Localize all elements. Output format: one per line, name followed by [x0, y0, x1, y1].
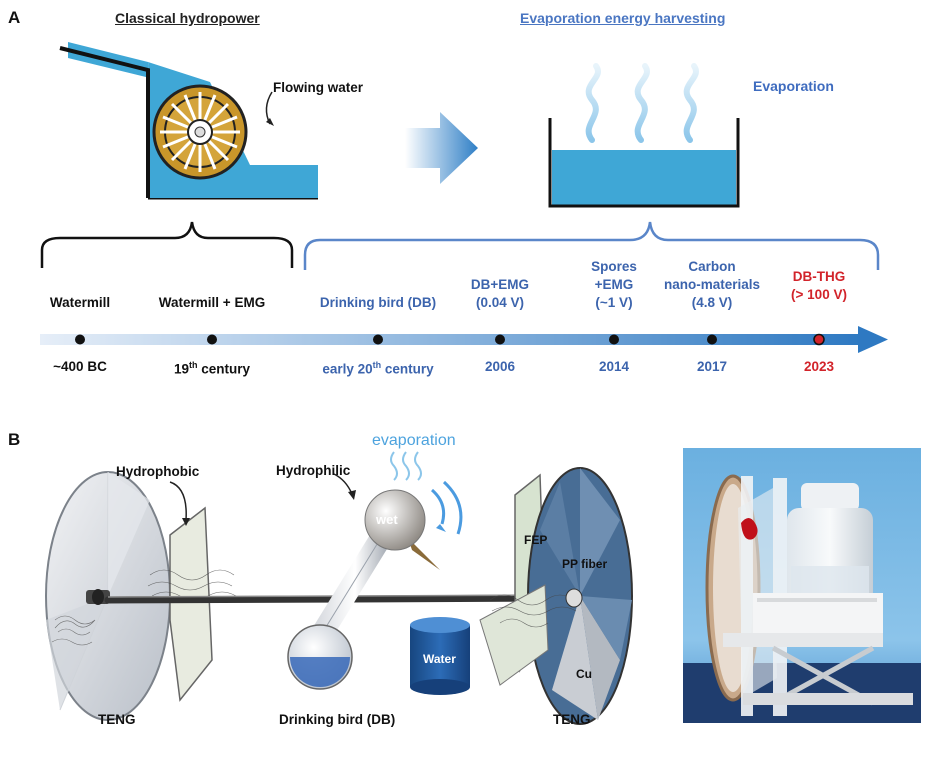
timeline-date-2006: 2006 [484, 359, 516, 374]
right-teng-disc [527, 467, 633, 725]
left-teng-disc [45, 471, 171, 721]
classical-hydropower-title: Classical hydropower [115, 10, 260, 26]
drinking-bird-label: Drinking bird (DB) [279, 712, 396, 727]
panel-a-label: A [8, 8, 21, 27]
timeline-date-2017: 2017 [696, 359, 728, 374]
timeline-date-400bc: ~400 BC [53, 359, 107, 374]
rotation-arrows [430, 480, 463, 535]
timeline-top-drinking-bird: Drinking bird (DB) [319, 295, 437, 310]
timeline-top-db-emg: DB+EMG(0.04 V) [470, 277, 530, 310]
pp-fiber-label: PP fiber [562, 557, 607, 571]
evaporation-harvesting-title: Evaporation energy harvesting [520, 10, 726, 26]
hydrophobic-blade [169, 506, 213, 702]
teng-left-label: TENG [98, 712, 136, 727]
device-photo [683, 448, 921, 723]
panel-a-diagram [40, 42, 888, 353]
hydrophobic-label: Hydrophobic [116, 464, 200, 479]
timeline-date-2014: 2014 [598, 359, 630, 374]
timeline-date-early-20th: early 20th century [322, 360, 434, 377]
evaporation-tank [548, 63, 740, 208]
flowing-water-label: Flowing water [273, 80, 364, 95]
timeline-bar [40, 334, 860, 345]
timeline-date-2023: 2023 [803, 359, 835, 374]
timeline-top-spores-emg: Spores+EMG(~1 V) [591, 259, 637, 310]
classical-brace [40, 221, 294, 268]
evaporation-brace [303, 221, 880, 270]
cu-label: Cu [576, 667, 592, 681]
pp-fiber-blade [479, 584, 549, 686]
hydrophilic-label: Hydrophilic [276, 463, 351, 478]
timeline-dots [75, 333, 825, 346]
right-mesh [489, 594, 577, 628]
timeline-top-watermill: Watermill [49, 295, 111, 310]
evaporation-label-b: evaporation [372, 432, 456, 449]
drinking-bird [287, 489, 440, 690]
water-label: Water [423, 652, 456, 666]
timeline-top-db-thg: DB-THG(> 100 V) [791, 269, 847, 302]
evaporation-squiggles [390, 451, 422, 481]
wet-label: wet [375, 512, 398, 527]
panel-b-label: B [8, 430, 21, 449]
fep-label: FEP [524, 533, 547, 547]
teng-right-label: TENG [553, 712, 591, 727]
watermill-illustration [59, 42, 318, 200]
panel-b-diagram: wet Water FEP PP fiber Cu [45, 451, 633, 725]
transition-arrow [405, 112, 478, 184]
timeline-date-19th: 19th century [173, 360, 251, 377]
water-cup [410, 617, 470, 695]
evaporation-label: Evaporation [753, 78, 834, 94]
timeline-top-watermill-emg: Watermill + EMG [158, 295, 266, 310]
